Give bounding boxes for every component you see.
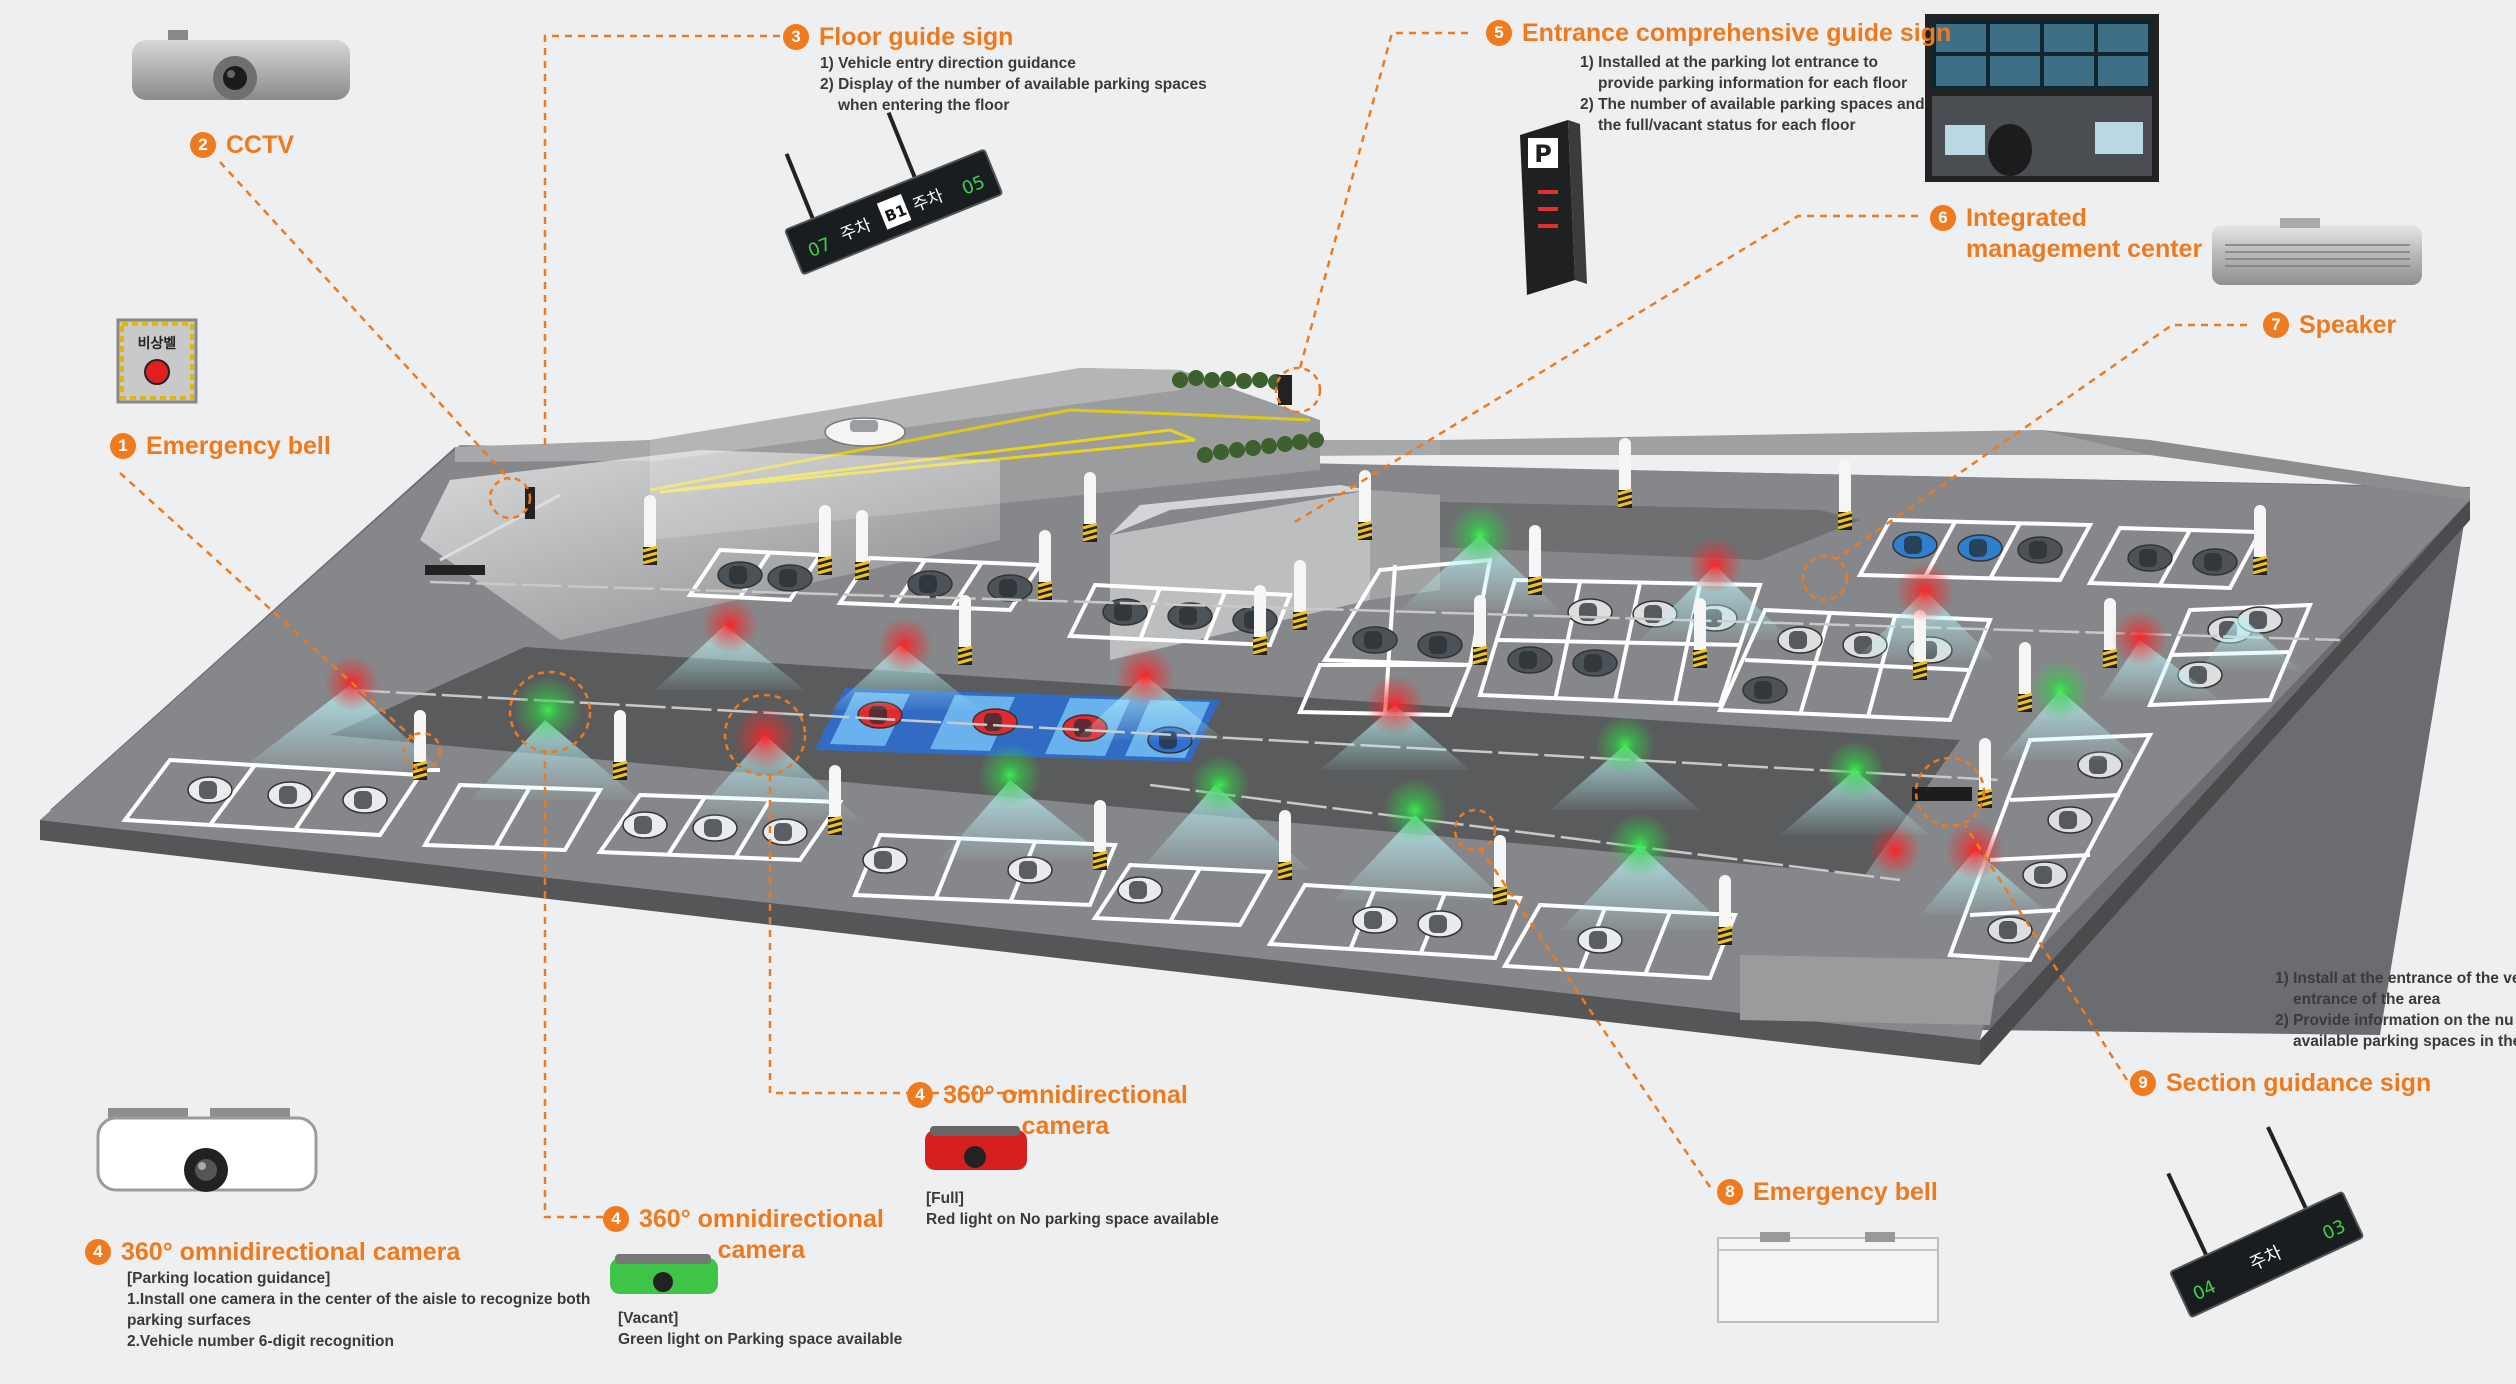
omni-camera-icon	[96, 1108, 318, 1192]
cctv-camera-icon	[132, 30, 350, 100]
label-number: 1	[110, 433, 136, 459]
label-cctv: 2 CCTV	[190, 130, 294, 161]
svg-text:P: P	[1534, 140, 1552, 168]
label-title: Emergency bell	[146, 432, 331, 460]
label-number: 4	[603, 1206, 629, 1232]
label-title: Emergency bell	[1753, 1178, 1938, 1206]
label-emergency-bell-left: 1 Emergency bell	[110, 431, 331, 462]
label-camera-vacant: 4 360° omnidirectional camera	[603, 1204, 884, 1266]
green-omni-camera-icon	[610, 1254, 718, 1294]
label-number: 2	[190, 132, 216, 158]
label-number: 6	[1930, 205, 1956, 231]
red-omni-camera-icon	[925, 1126, 1027, 1170]
label-title: 360° omnidirectional camera	[121, 1238, 461, 1266]
label-emergency-bell-right: 8 Emergency bell	[1717, 1177, 1938, 1208]
section-guide-description: 1) Install at the entrance of the ve ent…	[2275, 970, 2516, 1050]
label-title-line2: management center	[1966, 235, 2203, 263]
label-number: 7	[2263, 312, 2289, 338]
label-title: Floor guide sign	[819, 23, 1014, 51]
label-number: 4	[907, 1082, 933, 1108]
label-title: Section guidance sign	[2166, 1069, 2432, 1097]
floor-guide-description: 1) Vehicle entry direction guidance 2) D…	[820, 55, 1207, 114]
label-camera-full: 4 360° omnidirectional camera	[907, 1080, 1188, 1142]
label-number: 5	[1486, 20, 1512, 46]
label-title: CCTV	[226, 131, 295, 159]
label-camera-main: 4 360° omnidirectional camera	[85, 1237, 460, 1268]
label-title-line1: 360° omnidirectional	[943, 1081, 1188, 1109]
emergency-plate-text: 비상벨	[138, 336, 177, 352]
entrance-pole-sign-icon: P	[1520, 120, 1587, 295]
monitor-wall-icon	[1925, 14, 2159, 182]
section-sign-icon: 04 주차 03	[2166, 1126, 2364, 1318]
camera-full-description: [Full] Red light on No parking space ava…	[926, 1190, 1219, 1228]
label-number: 9	[2130, 1070, 2156, 1096]
label-floor-guide-sign: 3 Floor guide sign	[783, 22, 1013, 53]
floor-guide-sign-icon: 07 주차 B1 주차 05	[784, 111, 1003, 275]
label-section-guidance-sign: 9 Section guidance sign	[2130, 1068, 2431, 1099]
entrance-guide-description: 1) Installed at the parking lot entrance…	[1580, 54, 1925, 134]
label-entrance-guide-sign: 5 Entrance comprehensive guide sign	[1486, 18, 1951, 49]
label-speaker: 7 Speaker	[2263, 310, 2396, 341]
label-integrated-management-center: 6 Integrated management center	[1930, 203, 2202, 265]
emergency-bell-box-icon	[1717, 1232, 1939, 1323]
label-title-line1: 360° omnidirectional	[639, 1205, 884, 1233]
emergency-bell-icon: 비상벨	[116, 318, 198, 404]
speaker-icon	[2212, 218, 2422, 285]
label-title-line2: camera	[717, 1236, 806, 1264]
label-title: Speaker	[2299, 311, 2397, 339]
label-title-line1: Integrated	[1966, 204, 2087, 232]
camera-vacant-description: [Vacant] Green light on Parking space av…	[618, 1310, 903, 1348]
label-number: 3	[783, 24, 809, 50]
label-number: 8	[1717, 1179, 1743, 1205]
camera-main-description: [Parking location guidance] 1.Install on…	[127, 1270, 591, 1350]
label-title: Entrance comprehensive guide sign	[1522, 19, 1952, 47]
label-title-line2: camera	[1021, 1112, 1110, 1140]
label-number: 4	[85, 1239, 111, 1265]
